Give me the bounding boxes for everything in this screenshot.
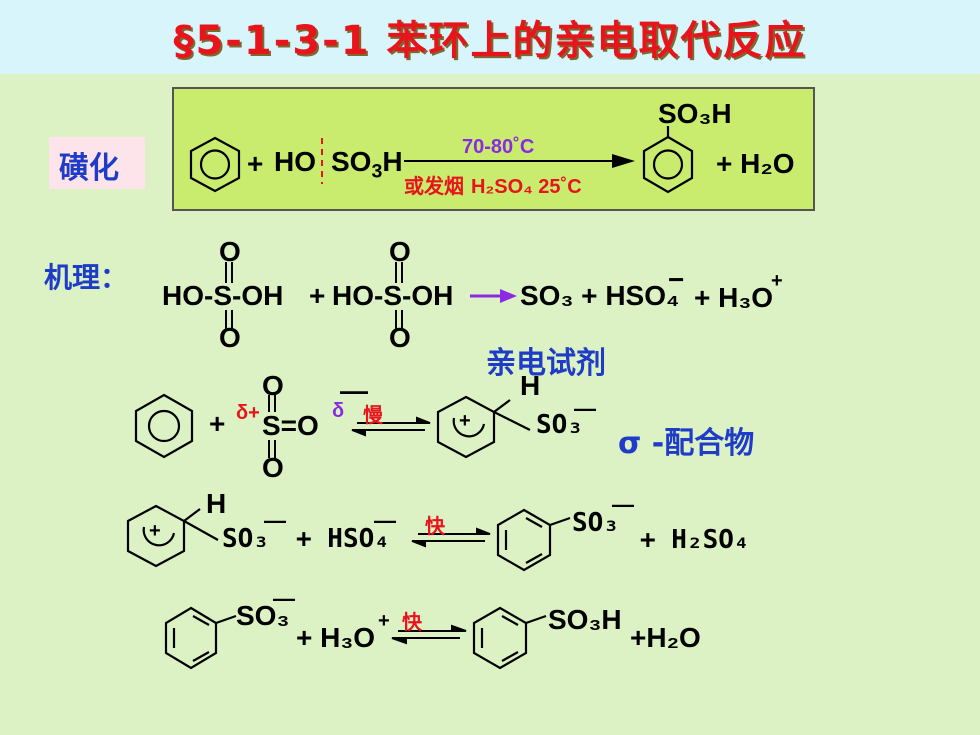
mechanism-arrowhead xyxy=(500,289,517,303)
sigma-complex-ring-step3 xyxy=(126,504,219,568)
sulfuric-acid-product: + H₂SO₄ xyxy=(640,525,750,555)
plus-sign: + xyxy=(309,280,326,311)
sigma-hydrogen: H xyxy=(520,370,541,401)
fast-step-label-2: 快 xyxy=(402,610,422,634)
reaction-arrowhead xyxy=(612,154,635,168)
benzenesulfonic-acid-group: SO₃H xyxy=(548,604,622,635)
bisulfate-step3: + HSO₄ xyxy=(296,524,390,554)
hydronium-charge: + xyxy=(771,270,783,292)
so3-bonds xyxy=(268,395,276,458)
product-so3h-group: SO₃H xyxy=(658,98,732,129)
condition-temperature: 70-80˚C xyxy=(462,136,535,158)
condition-oleum: 或发烟 H₂SO₄ 25˚C xyxy=(404,174,582,198)
benzenesulfonate-group: SO₃ xyxy=(572,508,619,538)
mechanism-label: 机理： xyxy=(44,261,129,294)
sulfonation-label-box: 磺化 xyxy=(49,137,145,189)
bisulfate-charge: − xyxy=(668,264,685,295)
reagent-so3h: SO3H xyxy=(331,146,403,183)
delta-minus: δ xyxy=(332,400,345,422)
sulfonation-reaction-box xyxy=(172,87,815,211)
so3-step4: SO₃ xyxy=(236,600,290,631)
hydrogen-step3: H xyxy=(206,488,227,519)
delta-plus: δ+ xyxy=(236,402,260,424)
hydronium: + H₃O xyxy=(694,282,774,313)
plus-sign: + xyxy=(247,148,264,179)
equilibrium-arrow-step3 xyxy=(411,527,491,548)
so3-step3: SO₃ xyxy=(222,524,269,554)
reagent-ho: HO xyxy=(274,146,316,177)
sigma-so3-minus: SO₃ xyxy=(536,410,583,440)
so3-charge-step3: — xyxy=(264,508,286,533)
hydronium-charge-step4: + xyxy=(378,610,390,632)
slow-step-label: 慢 xyxy=(363,403,383,427)
sulfuric-acid-bonds xyxy=(225,262,403,330)
charge-bar: — xyxy=(340,375,368,406)
so3-hso4-products: SO₃ + HSO₄ xyxy=(520,280,680,311)
sigma-ring-charge: + xyxy=(459,410,471,432)
electrophile-label: 亲电试剂 xyxy=(486,346,606,381)
benzene-ring-step2 xyxy=(134,393,194,459)
water-product: + H₂O xyxy=(716,148,795,179)
sigma-complex-label: σ -配合物 xyxy=(618,426,755,461)
oxygen-top-1: O xyxy=(219,236,241,267)
equilibrium-arrow-step2 xyxy=(351,416,431,437)
benzenesulfonic-acid-ring-step4 xyxy=(472,606,547,670)
oxygen-top-2: O xyxy=(389,236,411,267)
equilibrium-arrow-step4 xyxy=(391,624,467,645)
product-benzene-ring xyxy=(642,126,694,194)
benzenesulfonate-ring-step3 xyxy=(496,508,571,572)
sigma-complex-ring xyxy=(436,395,531,459)
sigma-ring-charge-step3: + xyxy=(149,520,161,542)
sulfur-trioxide: S=O xyxy=(262,410,319,441)
fast-step-label: 快 xyxy=(425,514,445,538)
plus-sign: + xyxy=(209,408,226,439)
water-product-step4: +H₂O xyxy=(630,622,701,653)
oxygen-bottom-2: O xyxy=(389,322,411,353)
benzene-ring xyxy=(189,136,241,193)
slide-title: §5-1-3-1 苯环上的亲电取代反应 xyxy=(173,18,807,64)
benzenesulfonate-charge: — xyxy=(612,492,634,517)
oxygen-bottom-so3: O xyxy=(262,452,284,483)
oxygen-top-so3: O xyxy=(262,370,284,401)
hydronium-step4: + H₃O xyxy=(296,622,376,653)
so3-charge-step4: — xyxy=(273,586,295,611)
oxygen-bottom-1: O xyxy=(219,322,241,353)
sulfuric-acid-2: HO-S-OH xyxy=(332,280,454,311)
so3-charge: — xyxy=(574,396,596,421)
sulfonation-label: 磺化 xyxy=(59,151,119,186)
benzenesulfonate-ring-step4 xyxy=(164,606,237,670)
title-bar: §5-1-3-1 苯环上的亲电取代反应 xyxy=(0,0,980,74)
bisulfate-charge-step3: — xyxy=(374,508,396,533)
sulfuric-acid-1: HO-S-OH xyxy=(162,280,284,311)
